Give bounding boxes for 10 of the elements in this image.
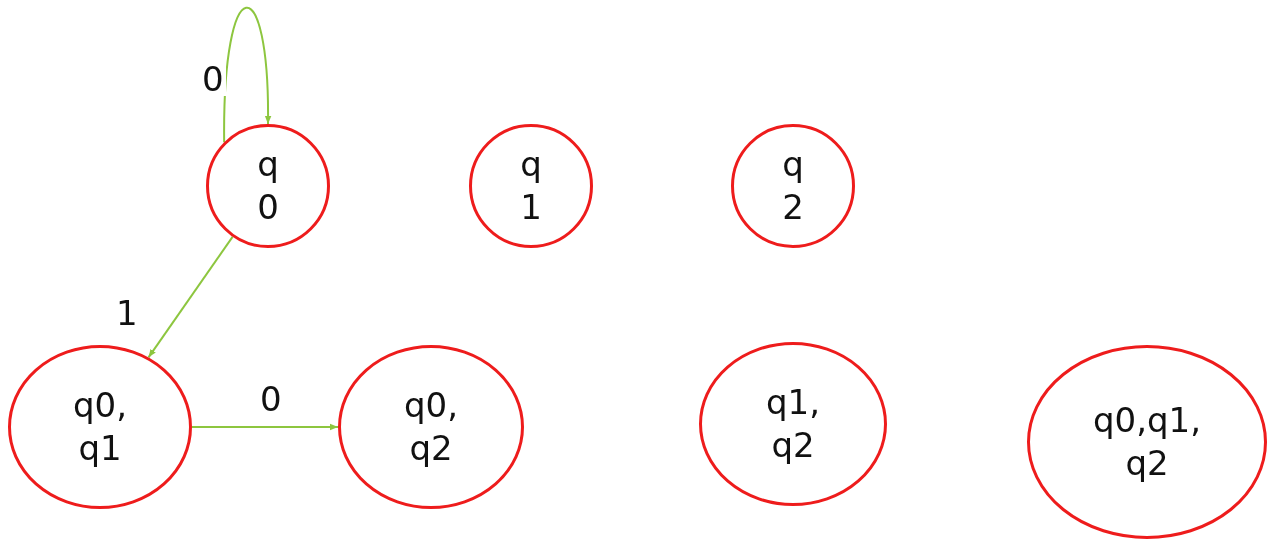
transition-arrow [147,235,234,359]
transition-arrow [191,423,339,431]
state-label: q 2 [781,142,805,229]
state-label: q 1 [519,142,543,229]
state-label: q 0 [256,142,280,229]
state-label: q1, q2 [765,380,821,467]
state-label: q0, q2 [403,383,459,470]
transition-arrow [223,6,272,144]
state-label: q0, q1 [72,383,128,470]
state-label: q0,q1, q2 [1091,398,1202,485]
